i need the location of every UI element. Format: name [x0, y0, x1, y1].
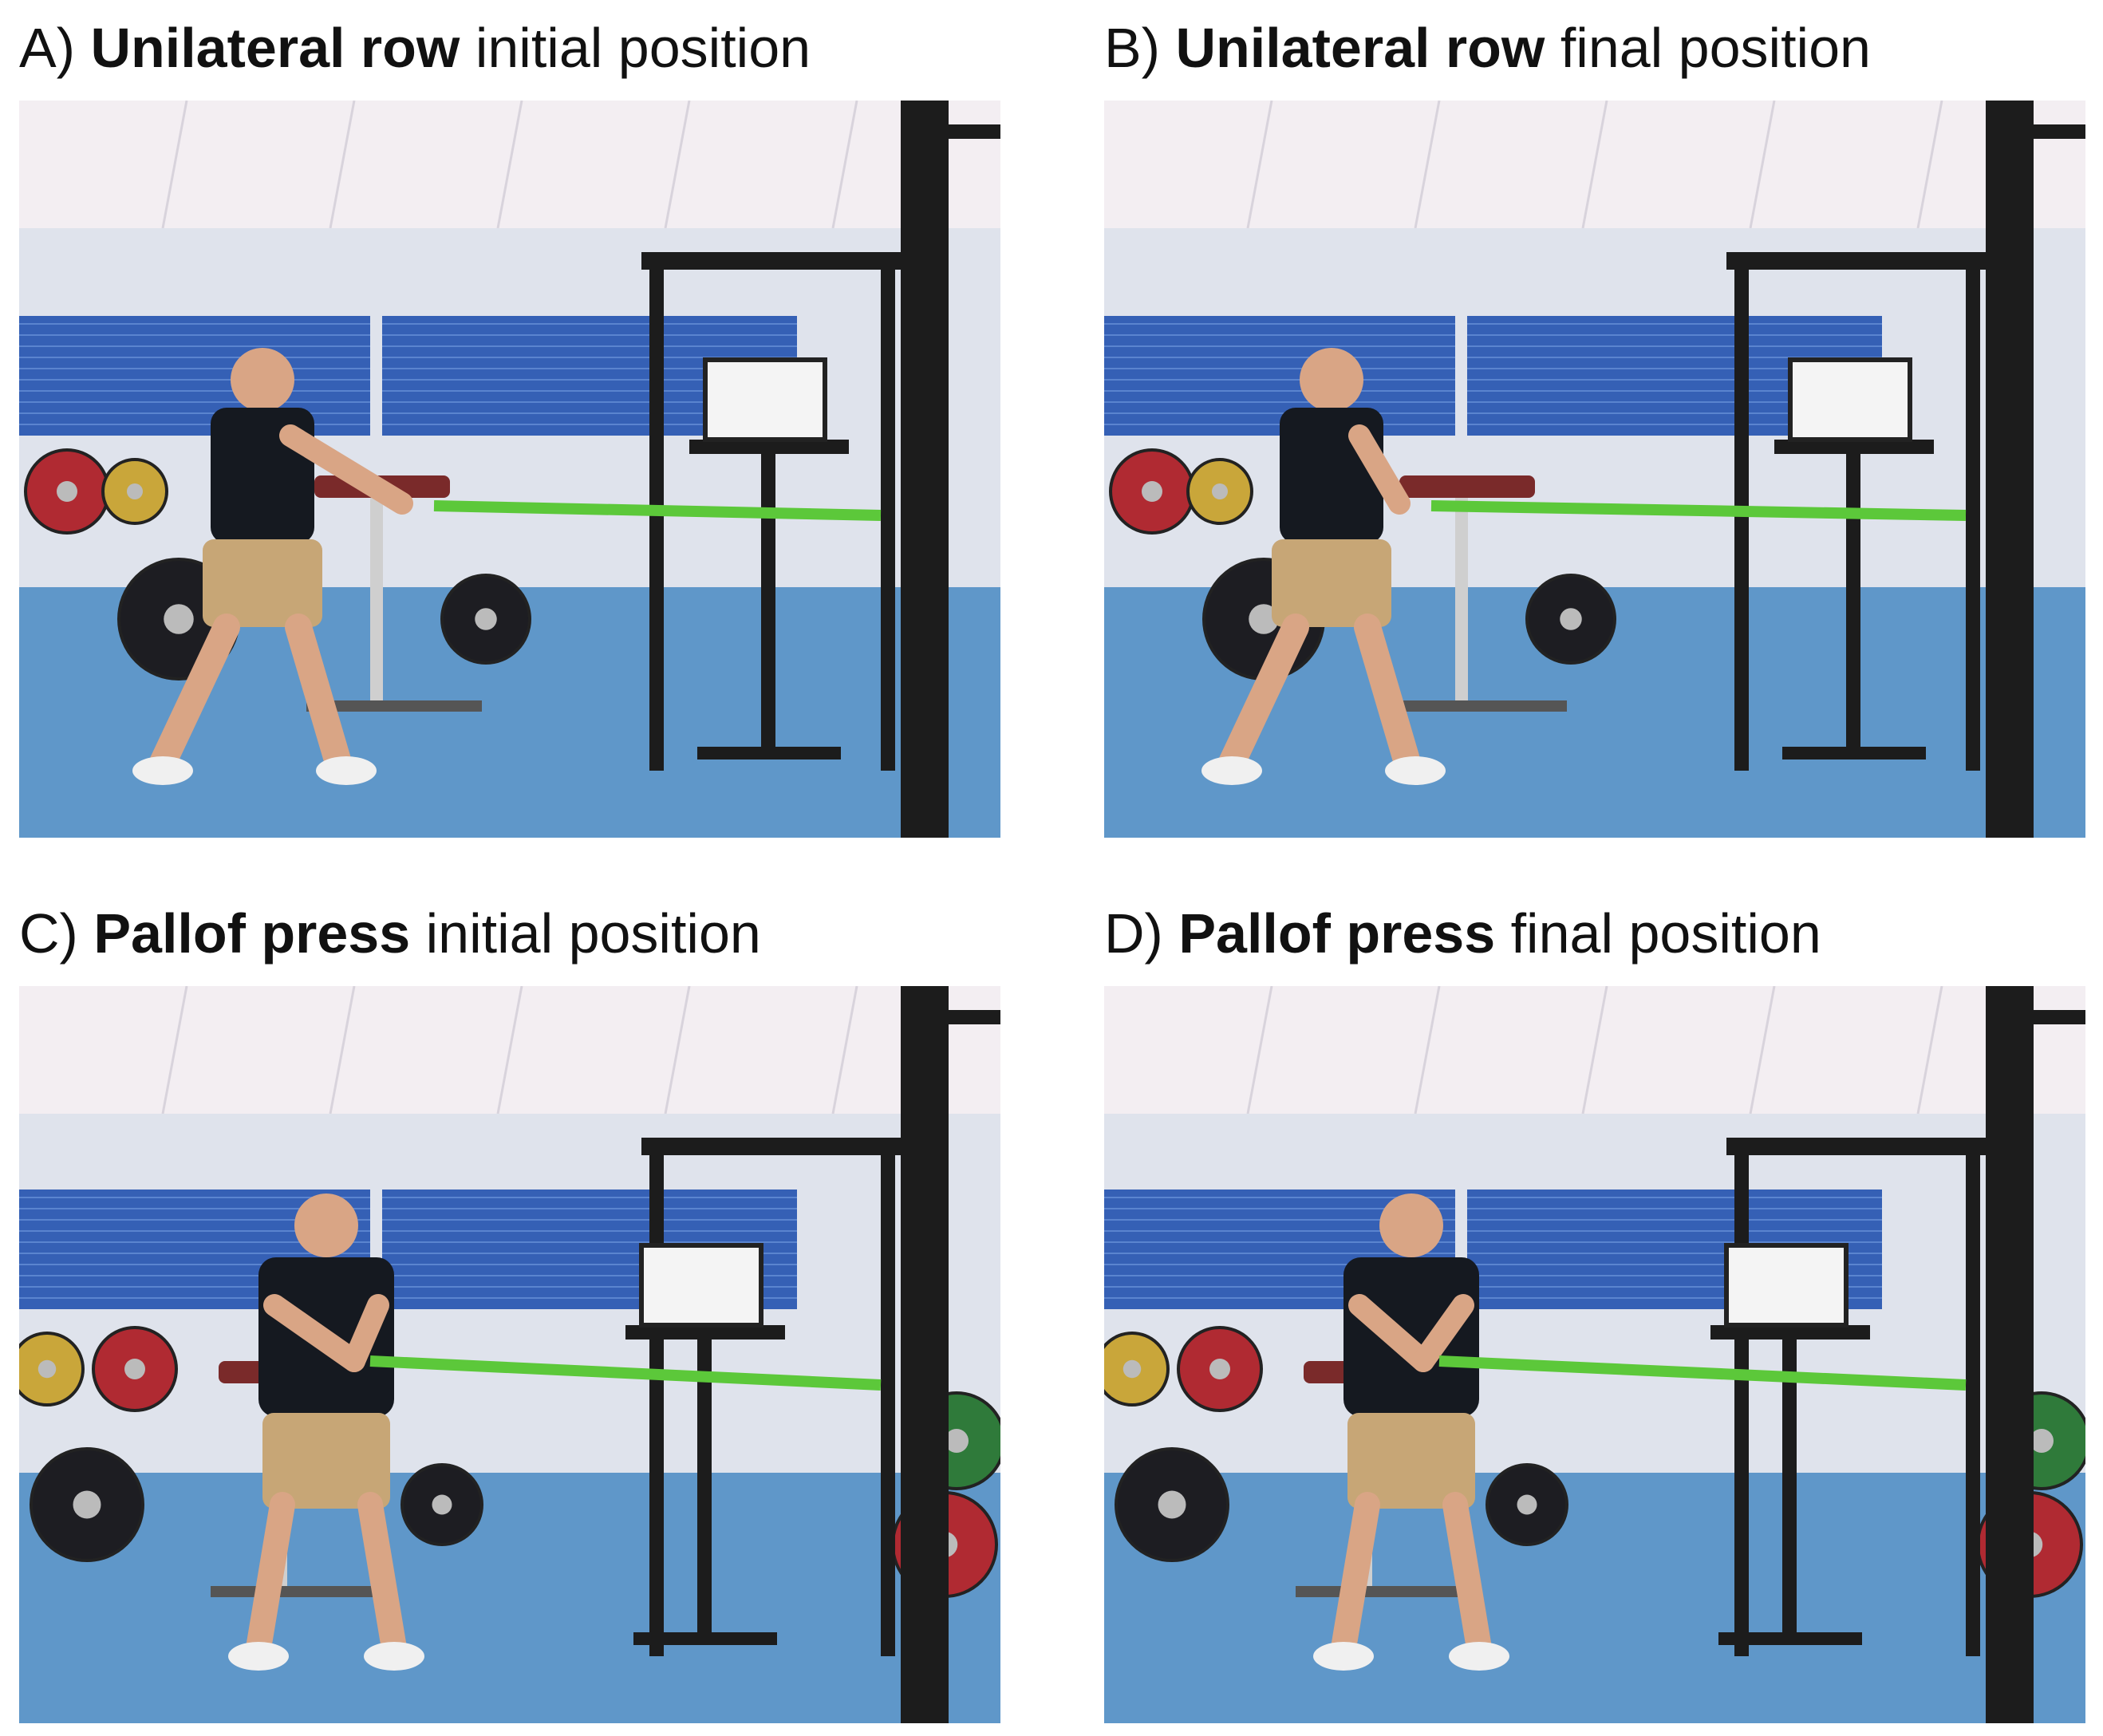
- shoe: [1201, 756, 1262, 785]
- arm: [1348, 1294, 1434, 1372]
- athlete: [1313, 1194, 1509, 1671]
- shoe: [228, 1642, 289, 1671]
- exercise-photo: [19, 986, 1000, 1723]
- athlete: [132, 348, 413, 785]
- panel-caption: C) Pallof press initial position: [19, 894, 761, 973]
- exercise-photo: [1104, 101, 2085, 838]
- shoe: [1385, 756, 1446, 785]
- arm: [1348, 424, 1411, 515]
- window-blinds: [1104, 316, 1882, 436]
- athlete: [228, 1194, 424, 1671]
- panel-letter: D): [1104, 902, 1163, 965]
- photo-scene: [19, 101, 1000, 838]
- laptop: [1724, 1243, 1849, 1328]
- panel-caption: A) Unilateral row initial position: [19, 8, 811, 88]
- photo-scene: [19, 986, 1000, 1723]
- leg: [357, 1492, 407, 1661]
- position-phase: final position: [1510, 902, 1821, 965]
- power-rack: [1726, 101, 2085, 838]
- athlete: [1201, 348, 1446, 785]
- leg: [1331, 1492, 1380, 1661]
- panel-caption: D) Pallof press final position: [1104, 894, 1821, 973]
- exercise-photo: [19, 101, 1000, 838]
- position-phase: initial position: [425, 902, 761, 965]
- leg: [1354, 614, 1421, 776]
- arm: [263, 1294, 365, 1372]
- leg: [149, 614, 240, 776]
- position-phase: final position: [1560, 17, 1871, 79]
- arm: [279, 424, 413, 515]
- exercise-name: Pallof press: [93, 902, 411, 965]
- laptop-stand: [689, 357, 849, 760]
- bench: [1391, 475, 1567, 712]
- leg: [285, 614, 352, 776]
- exercise-name: Unilateral row: [90, 17, 460, 79]
- shoe: [1313, 1642, 1374, 1671]
- arm: [1412, 1294, 1474, 1372]
- shoe: [364, 1642, 424, 1671]
- position-phase: initial position: [475, 17, 811, 79]
- shoe: [1449, 1642, 1509, 1671]
- resistance-band: [433, 500, 882, 521]
- shorts: [262, 1413, 390, 1509]
- panel-letter: C): [19, 902, 78, 965]
- laptop-stand: [1710, 1243, 1870, 1645]
- floor: [1104, 1473, 2085, 1723]
- laptop-stand: [625, 1243, 785, 1645]
- exercise-name: Unilateral row: [1175, 17, 1545, 79]
- photo-scene: [1104, 101, 2085, 838]
- panel-letter: A): [19, 17, 75, 79]
- laptop-stand: [1774, 357, 1934, 760]
- head: [1379, 1194, 1443, 1257]
- exercise-photo: [1104, 986, 2085, 1723]
- resistance-band: [1430, 500, 1967, 521]
- shoe: [132, 756, 193, 785]
- arm: [343, 1294, 389, 1372]
- shorts: [203, 539, 322, 627]
- resistance-band: [1438, 1355, 1967, 1391]
- leg: [1218, 614, 1309, 776]
- shoe: [316, 756, 377, 785]
- laptop: [1788, 357, 1912, 442]
- shirt: [1280, 408, 1383, 543]
- shorts: [1272, 539, 1391, 627]
- exercise-name: Pallof press: [1178, 902, 1496, 965]
- photo-scene: [1104, 986, 2085, 1723]
- leg: [246, 1492, 295, 1661]
- laptop: [639, 1243, 763, 1328]
- floor: [19, 1473, 1000, 1723]
- panel-caption: B) Unilateral row final position: [1104, 8, 1871, 88]
- head: [231, 348, 294, 412]
- laptop: [703, 357, 827, 442]
- power-rack: [641, 101, 1000, 838]
- panel-letter: B): [1104, 17, 1160, 79]
- head: [1300, 348, 1363, 412]
- window-blinds: [19, 316, 797, 436]
- head: [294, 1194, 358, 1257]
- shorts: [1347, 1413, 1475, 1509]
- leg: [1442, 1492, 1492, 1661]
- resistance-band: [369, 1355, 882, 1391]
